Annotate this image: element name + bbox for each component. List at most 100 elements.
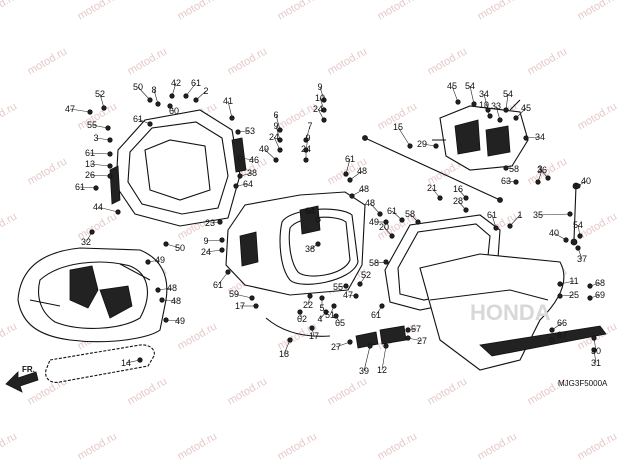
callout-c17a: 17 [235,301,245,311]
leader-c48d [351,188,365,197]
hinge-parts [355,325,407,349]
callout-c40b: 40 [549,228,559,238]
callout-c63: 63 [501,176,511,186]
leader-c50a [137,86,151,101]
callout-c47a: 47 [65,104,75,114]
callout-c39: 39 [359,366,369,376]
leader-c61b [79,186,97,189]
mounting-plate [225,191,366,296]
callout-c58b: 58 [369,258,379,268]
callout-c50b: 50 [175,243,185,253]
watermark-text: motod.ru [26,45,70,77]
leader-c69 [589,294,601,299]
leader-c17b [311,327,315,337]
leader-c61h [391,210,403,221]
leader-c52b [359,274,367,285]
callout-c32: 32 [81,237,91,247]
watermark-text: motod.ru [176,430,220,462]
diagram-code: MJG3F5000A [558,379,608,388]
callout-c45a: 45 [447,81,457,91]
callout-c25: 25 [569,290,579,300]
callout-c50a: 50 [133,82,143,92]
leader-c66 [551,322,563,331]
callout-c40a: 40 [581,176,591,186]
callout-c61a: 61 [85,148,95,158]
leader-c61e [217,271,229,286]
callout-c58c: 58 [509,164,519,174]
callout-c67: 67 [557,330,567,340]
leader-c58a [409,213,419,223]
leader-c61f [345,158,351,175]
leader-c55b [337,285,347,288]
leader-c64b [309,210,319,221]
callout-c2: 2 [203,86,208,96]
callout-c24a: 24 [201,247,211,257]
watermark-text: motod.ru [576,430,620,462]
callout-c48b: 48 [171,296,181,306]
leader-c33 [495,105,501,121]
leader-c25 [559,294,575,297]
callout-c65: 65 [335,318,345,328]
leader-c62 [299,311,303,320]
callout-c66: 66 [557,318,567,328]
leader-c49c [263,148,277,161]
callout-c54c: 54 [573,220,583,230]
leader-c40b [553,232,567,241]
leader-c12 [381,345,387,371]
leader-c58c [505,167,515,170]
leader-c54c [577,224,581,237]
callout-c58a: 58 [405,209,415,219]
callout-c13: 13 [85,159,95,169]
leader-c52 [99,93,105,109]
leader-c49a [147,259,161,263]
callout-c52b: 52 [361,270,371,280]
callout-c22: 22 [303,300,313,310]
watermark-text: motod.ru [0,430,19,462]
watermark-text: motod.ru [476,0,520,23]
watermark-text: motod.ru [376,0,420,23]
callout-c6: 6 [273,110,278,120]
rod-15 [362,135,503,203]
watermark-text: motod.ru [426,375,470,407]
callout-c4: 4 [317,314,322,324]
leader-c49b [165,319,181,322]
callout-c30: 30 [591,346,601,356]
callout-c20: 20 [379,222,389,232]
callout-c49b: 49 [175,316,185,326]
callout-c64a: 64 [243,179,253,189]
callout-c36: 36 [537,165,547,175]
leader-c9a [205,239,223,242]
leader-c16 [457,188,467,199]
watermark-text: motod.ru [476,430,520,462]
leader-c11 [559,280,575,285]
leader-c40a [577,180,587,187]
watermark-text: motod.ru [426,45,470,77]
leader-c36 [537,169,543,183]
leader-c60 [169,105,175,112]
callout-c38a: 38 [247,168,257,178]
callout-c24c: 24 [313,104,323,114]
callout-c48a: 48 [167,283,177,293]
leader-c4 [319,311,327,320]
callout-c57: 57 [411,324,421,334]
leader-c51 [329,305,335,316]
callout-c9a: 9 [203,236,208,246]
leader-c58b [373,261,387,264]
inner-case-frame [109,109,247,227]
callout-c48e: 48 [365,198,375,208]
watermark-text: motod.ru [226,45,270,77]
leader-c64a [235,183,249,187]
watermark-text: motod.ru [0,320,19,352]
leader-c34b [525,136,541,139]
watermark-text: motod.ru [76,430,120,462]
leader-c59 [233,293,253,299]
callout-c55: 55 [87,120,97,130]
watermark-text: motod.ru [576,0,620,23]
leader-c21 [431,187,441,199]
watermark-text: motod.ru [226,375,270,407]
watermark-text: motod.ru [0,210,19,242]
callout-c28: 28 [453,196,463,206]
callout-c10: 10 [315,93,325,103]
leader-c27b [407,337,423,342]
